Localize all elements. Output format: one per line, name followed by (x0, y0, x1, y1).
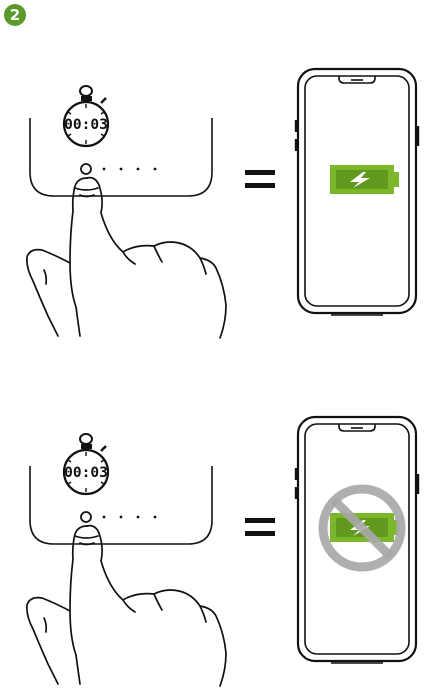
timer-readout: 00:03 (64, 465, 108, 481)
power-bank-case (30, 118, 212, 196)
battery-charging-icon (330, 165, 399, 194)
power-bank-case (30, 466, 212, 544)
stopwatch-icon: 00:03 (64, 434, 108, 494)
stopwatch-icon: 00:03 (64, 86, 108, 146)
pressing-hand-icon (27, 178, 226, 338)
timer-readout: 00:03 (64, 117, 108, 133)
equals-sign (245, 518, 275, 536)
equals-sign (245, 170, 275, 188)
pressing-hand-icon (27, 526, 226, 686)
